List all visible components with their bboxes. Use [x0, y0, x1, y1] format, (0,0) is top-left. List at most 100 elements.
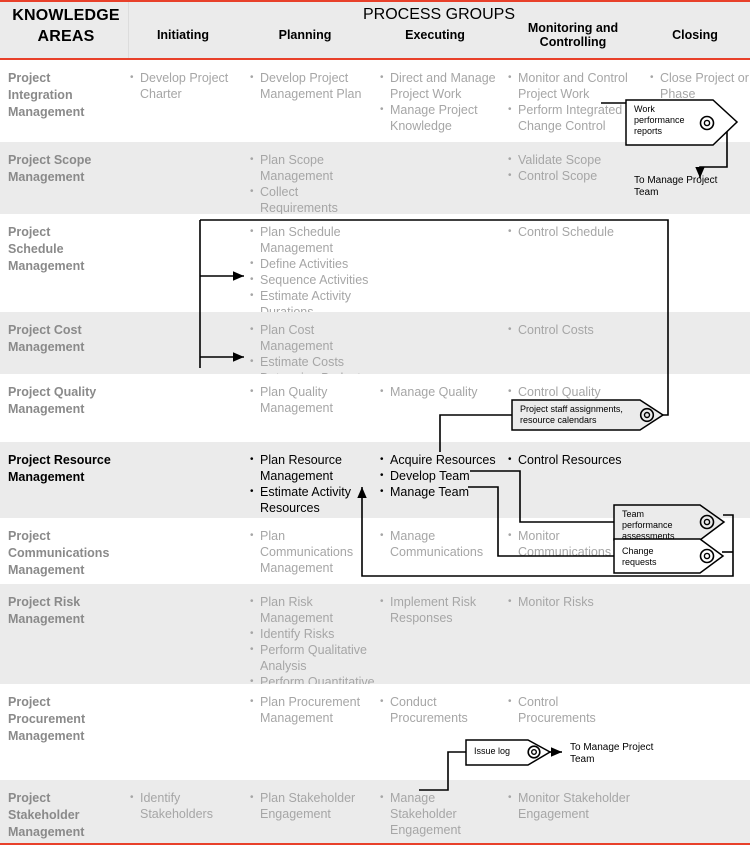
process-list-integration-initiating: Develop Project Charter	[130, 70, 245, 102]
process-list-procurement-planning: Plan Procurement Management	[250, 694, 375, 726]
process-item[interactable]: Define Activities	[250, 256, 375, 272]
header-bottom-rule	[0, 58, 750, 60]
process-list-resource-planning: Plan Resource ManagementEstimate Activit…	[250, 452, 375, 516]
tag-work-performance-reports: Work performance reports	[626, 100, 726, 146]
process-list-integration-executing: Direct and Manage Project WorkManage Pro…	[380, 70, 505, 134]
knowledge-areas-title: KNOWLEDGE AREAS	[4, 5, 128, 47]
process-item[interactable]: Develop Project Charter	[130, 70, 245, 102]
process-item[interactable]: Estimate Costs	[250, 354, 375, 370]
matrix-row-cost: Project Cost Management Plan Cost Managem…	[0, 312, 750, 386]
process-list-stakeholder-monitoring: Monitor Stakeholder Engagement	[508, 790, 638, 822]
tag-label-team-performance-assessments: Team performance assessments	[622, 509, 675, 541]
process-list-procurement-executing: Conduct Procurements	[380, 694, 505, 726]
process-item[interactable]: Perform Integrated Change Control	[508, 102, 638, 134]
cell-resource-executing: Acquire ResourcesDevelop TeamManage Team	[380, 452, 505, 500]
process-item[interactable]: Develop Team	[380, 468, 505, 484]
process-item[interactable]: Monitor Risks	[508, 594, 638, 610]
process-item[interactable]: Manage Team	[380, 484, 505, 500]
process-item[interactable]: Control Scope	[508, 168, 638, 184]
cell-cost-monitoring: Control Costs	[508, 322, 638, 338]
process-item[interactable]: Monitor and Control Project Work	[508, 70, 638, 102]
process-item[interactable]: Plan Schedule Management	[250, 224, 375, 256]
process-item[interactable]: Plan Cost Management	[250, 322, 375, 354]
cell-quality-planning: Plan Quality Management	[250, 384, 375, 416]
process-item[interactable]: Control Resources	[508, 452, 638, 468]
process-item[interactable]: Monitor Stakeholder Engagement	[508, 790, 638, 822]
cell-communications-planning: Plan Communications Management	[250, 528, 375, 576]
process-item[interactable]: Acquire Resources	[380, 452, 505, 468]
process-item[interactable]: Manage Project Knowledge	[380, 102, 505, 134]
cell-integration-executing: Direct and Manage Project WorkManage Pro…	[380, 70, 505, 134]
process-item[interactable]: Plan Risk Management	[250, 594, 375, 626]
cell-integration-planning: Develop Project Management Plan	[250, 70, 375, 102]
process-item[interactable]: Plan Communications Management	[250, 528, 375, 576]
tag-issue-log: Issue log	[466, 740, 546, 766]
process-item[interactable]: Develop Project Management Plan	[250, 70, 375, 102]
process-item[interactable]: Manage Quality	[380, 384, 505, 400]
flow-note-to-manage-project-team-top: To Manage Project Team	[634, 175, 718, 198]
process-list-stakeholder-initiating: Identify Stakeholders	[130, 790, 245, 822]
cell-stakeholder-initiating: Identify Stakeholders	[130, 790, 245, 822]
knowledge-area-name-resource: Project Resource Management	[8, 453, 111, 484]
process-list-quality-planning: Plan Quality Management	[250, 384, 375, 416]
cell-communications-executing: Manage Communications	[380, 528, 505, 560]
process-item[interactable]: Close Project or Phase	[650, 70, 750, 102]
knowledge-area-name-cost: Project Cost Management	[8, 323, 85, 354]
process-item[interactable]: Identify Stakeholders	[130, 790, 245, 822]
cell-stakeholder-planning: Plan Stakeholder Engagement	[250, 790, 375, 822]
column-header-initiating: Initiating	[156, 28, 210, 42]
cell-stakeholder-monitoring: Monitor Stakeholder Engagement	[508, 790, 638, 822]
process-item[interactable]: Plan Scope Management	[250, 152, 375, 184]
cell-stakeholder-executing: Manage Stakeholder Engagement	[380, 790, 505, 838]
process-list-stakeholder-executing: Manage Stakeholder Engagement	[380, 790, 505, 838]
cell-scope-monitoring: Validate ScopeControl Scope	[508, 152, 638, 184]
process-item[interactable]: Plan Resource Management	[250, 452, 375, 484]
cell-procurement-executing: Conduct Procurements	[380, 694, 505, 726]
matrix-header: KNOWLEDGE AREAS PROCESS GROUPS Initiatin…	[0, 2, 750, 58]
process-item[interactable]: Control Costs	[508, 322, 638, 338]
cell-integration-monitoring: Monitor and Control Project WorkPerform …	[508, 70, 638, 134]
process-item[interactable]: Control Procurements	[508, 694, 638, 726]
process-list-resource-executing: Acquire ResourcesDevelop TeamManage Team	[380, 452, 505, 500]
process-list-risk-monitoring: Monitor Risks	[508, 594, 638, 610]
knowledge-areas-title-line2: AREAS	[37, 28, 95, 45]
process-item[interactable]: Direct and Manage Project Work	[380, 70, 505, 102]
column-header-monitoring-and-controlling: Monitoring and Controlling	[527, 21, 619, 49]
process-item[interactable]: Manage Communications	[380, 528, 505, 560]
knowledge-area-name-schedule: Project Schedule Management	[8, 225, 85, 273]
process-item[interactable]: Collect Requirements	[250, 184, 375, 216]
process-list-cost-monitoring: Control Costs	[508, 322, 638, 338]
process-item[interactable]: Plan Quality Management	[250, 384, 375, 416]
knowledge-area-name-stakeholder: Project Stakeholder Management	[8, 791, 85, 839]
process-item[interactable]: Sequence Activities	[250, 272, 375, 288]
knowledge-areas-title-line1: KNOWLEDGE	[12, 7, 120, 24]
cell-resource-planning: Plan Resource ManagementEstimate Activit…	[250, 452, 375, 516]
process-item[interactable]: Control Schedule	[508, 224, 638, 240]
tag-label-project-staff-assignments: Project staff assignments, resource cale…	[520, 404, 623, 425]
knowledge-area-name-scope: Project Scope Management	[8, 153, 92, 184]
process-item[interactable]: Control Quality	[508, 384, 638, 400]
column-header-closing: Closing	[672, 28, 718, 42]
cell-procurement-planning: Plan Procurement Management	[250, 694, 375, 726]
cell-integration-initiating: Develop Project Charter	[130, 70, 245, 102]
process-item[interactable]: Manage Stakeholder Engagement	[380, 790, 505, 838]
header-divider	[128, 2, 129, 58]
process-item[interactable]: Identify Risks	[250, 626, 375, 642]
process-list-scope-monitoring: Validate ScopeControl Scope	[508, 152, 638, 184]
knowledge-area-name-procurement: Project Procurement Management	[8, 695, 86, 743]
process-item[interactable]: Plan Stakeholder Engagement	[250, 790, 375, 822]
cell-quality-monitoring: Control Quality	[508, 384, 638, 400]
process-item[interactable]: Conduct Procurements	[380, 694, 505, 726]
process-list-stakeholder-planning: Plan Stakeholder Engagement	[250, 790, 375, 822]
process-item[interactable]: Validate Scope	[508, 152, 638, 168]
process-item[interactable]: Estimate Activity Resources	[250, 484, 375, 516]
process-item[interactable]: Implement Risk Responses	[380, 594, 505, 626]
process-groups-title: PROCESS GROUPS	[362, 6, 516, 23]
process-item[interactable]: Plan Procurement Management	[250, 694, 375, 726]
tag-team-performance-assessments: Team performance assessments	[614, 505, 714, 541]
matrix-row-stakeholder: Project Stakeholder Management Identify S…	[0, 780, 750, 843]
process-item[interactable]: Perform Qualitative Analysis	[250, 642, 375, 674]
matrix-row-integration: Project Integration ManagementDevelop Pr…	[0, 60, 750, 142]
